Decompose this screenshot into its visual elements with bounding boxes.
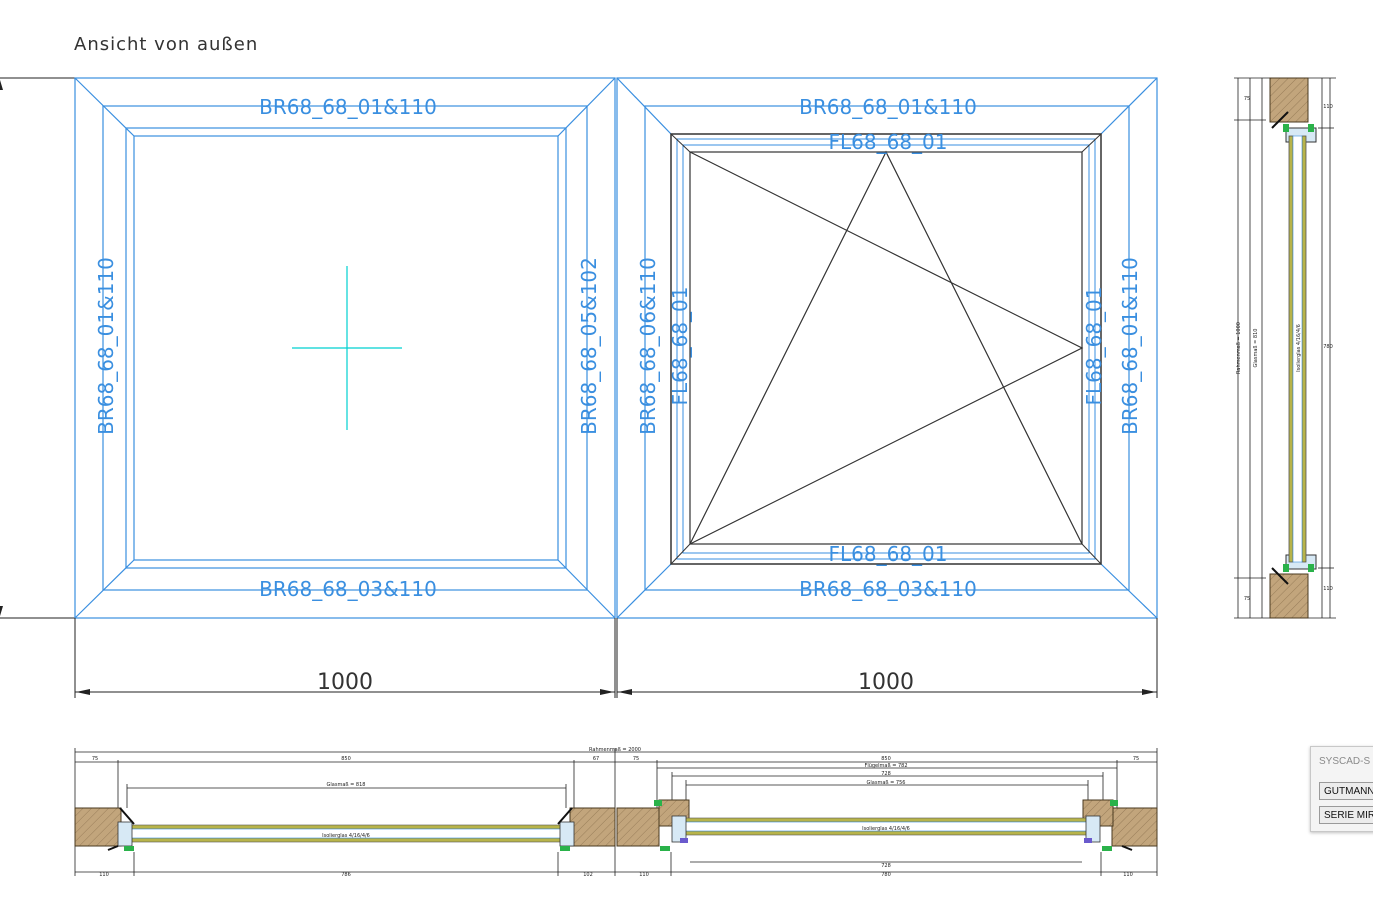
bottom-sash-dim-2: 728 [881,771,891,777]
bottom-dim-low-1: 110 [99,872,109,878]
side-dim-bottom: 75 [1244,596,1250,602]
side-glass-label: Isolierglas 4/16/4/6 [1296,324,1302,372]
right-width-dimension: 1000 [858,670,914,695]
panel-title: SYSCAD-S [1319,756,1371,767]
vertical-section [1234,77,1336,619]
bottom-frame-total-dim: Rahmenmaß = 2000 [589,747,641,753]
sash-left-profile-label: FL68_68_01 [668,287,692,406]
right-bottom-profile-label: BR68_68_03&110 [799,577,977,601]
bottom-dim-top-2: 850 [341,756,351,762]
side-dim-right-top: 110 [1323,104,1333,110]
bottom-dim-top-1: 75 [92,756,98,762]
right-window-frame[interactable] [616,77,1158,619]
bottom-right-glass-label: Isolierglas 4/16/4/6 [862,826,910,832]
right-window-sash[interactable] [670,133,1102,565]
left-left-profile-label: BR68_68_01&110 [94,257,118,435]
gutmann-button[interactable]: GUTMANN [1319,782,1373,800]
left-bottom-profile-label: BR68_68_03&110 [259,577,437,601]
sash-top-profile-label: FL68_68_01 [829,130,948,154]
side-dim-frame: Rahmenmaß = 1000 [1236,322,1242,374]
bottom-dim-low-4: 110 [639,872,649,878]
bottom-dim-low-3: 102 [583,872,593,878]
horizontal-section [74,748,1158,876]
left-top-profile-label: BR68_68_01&110 [259,95,437,119]
bottom-sash-glass-dim: Glasmaß = 756 [867,780,906,786]
serie-button[interactable]: SERIE MIR [1319,806,1373,824]
sash-right-profile-label: FL68_68_01 [1082,287,1106,406]
right-top-profile-label: BR68_68_01&110 [799,95,977,119]
bottom-dim-top-6: 75 [1133,756,1139,762]
side-dim-right-bottom: 110 [1323,586,1333,592]
view-title: Ansicht von außen [74,34,258,55]
bottom-dim-top-3: 67 [593,756,599,762]
right-right-profile-label: BR68_68_01&110 [1118,257,1142,435]
syscad-panel: SYSCAD-S GUTMANN SERIE MIR [1310,746,1373,832]
left-right-profile-label: BR68_68_05&102 [577,257,601,435]
bottom-left-glass-dim: Glasmaß = 818 [327,782,366,788]
bottom-dim-low-2: 786 [341,872,351,878]
opening-direction-lines [689,150,1084,545]
bottom-dim-top-4: 75 [633,756,639,762]
bottom-dim-low-5: 780 [881,872,891,878]
bottom-sash-dim: Flügelmaß = 782 [864,763,907,769]
left-window-fixed[interactable] [74,77,616,619]
bottom-dim-low-6: 110 [1123,872,1133,878]
side-dim-glass: Glasmaß = 810 [1253,329,1259,368]
left-height-dimension [0,77,75,619]
bottom-dim-top-5: 850 [881,756,891,762]
left-width-dimension: 1000 [317,670,373,695]
center-cross-mark [292,266,402,430]
bottom-lower-sash-dim: 728 [881,863,891,869]
dimension-arrows [76,689,1156,695]
width-dimensions [74,618,1158,698]
side-dim-top: 75 [1244,96,1250,102]
right-left-profile-label: BR68_68_06&110 [636,257,660,435]
side-dim-right-mid: 780 [1323,344,1333,350]
bottom-left-glass-label: Isolierglas 4/16/4/6 [322,833,370,839]
sash-bottom-profile-label: FL68_68_01 [829,542,948,566]
